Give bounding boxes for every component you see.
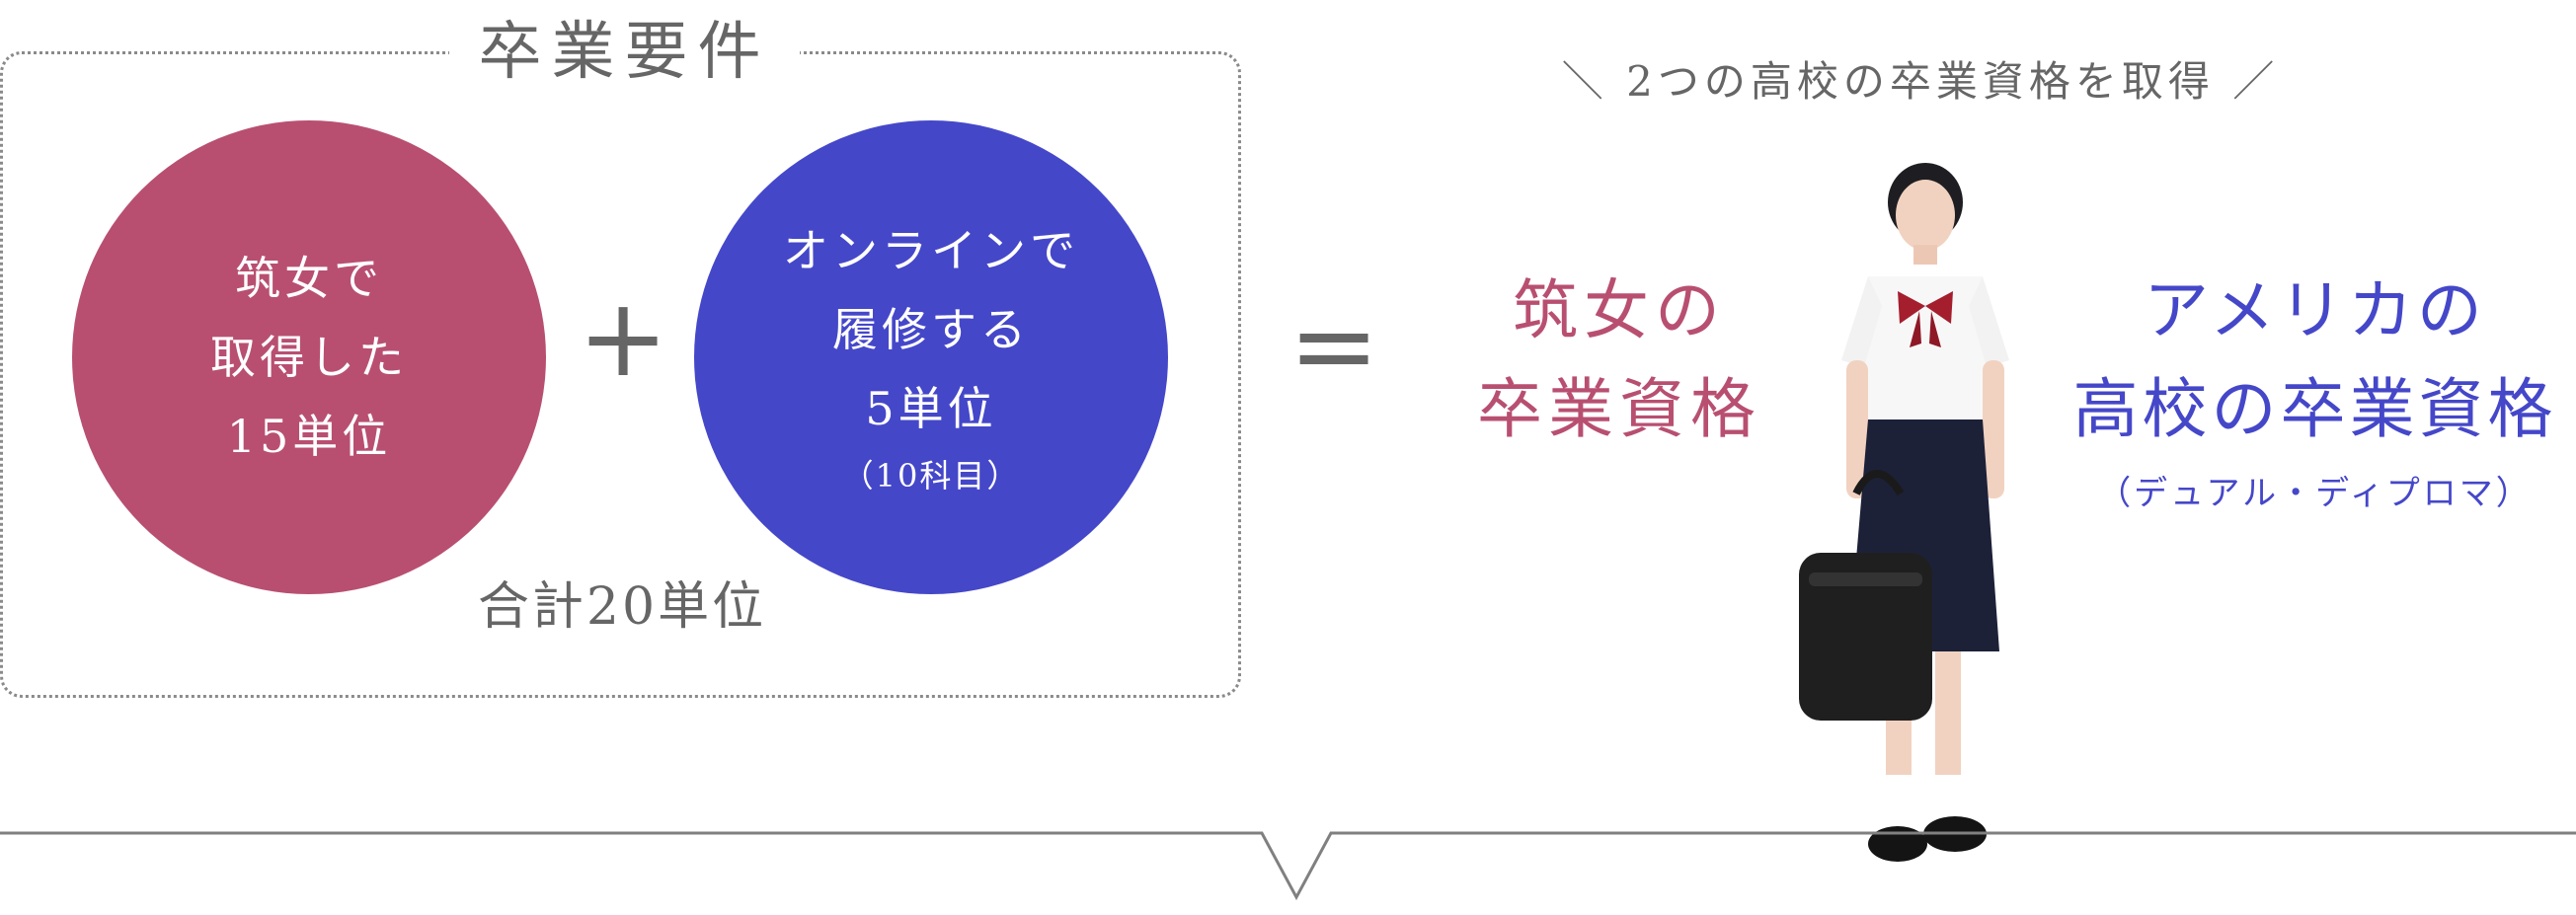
dual-diploma-headline: ＼ 2つの高校の卒業資格を取得 ／ (1561, 57, 2280, 106)
circle-line: 取得した (210, 331, 408, 384)
total-units: 合計20単位 (477, 577, 767, 637)
circle-line: 15単位 (226, 410, 392, 463)
us-diploma-result: アメリカの 高校の卒業資格 （デュアル・ディプロマ） (2054, 262, 2576, 528)
circle-note: （10科目） (841, 457, 1021, 495)
circle-line: 5単位 (865, 382, 997, 435)
result-line: 卒業資格 (1477, 371, 1761, 447)
tsukujo-credits-circle: 筑女で 取得した 15単位 (72, 120, 546, 594)
circle-line: 履修する (832, 303, 1030, 356)
result-line: アメリカの (2144, 272, 2486, 348)
online-credits-circle: オンラインで 履修する 5単位 （10科目） (694, 120, 1168, 594)
section-divider-arrow (0, 831, 2576, 901)
equals-sign: = (1288, 282, 1380, 409)
plus-sign: + (578, 274, 669, 401)
student-photo (1799, 163, 2009, 862)
circle-line: 筑女で (235, 252, 383, 305)
result-line: 高校の卒業資格 (2072, 371, 2557, 447)
result-line: 筑女の (1513, 272, 1726, 348)
requirements-title: 卒業要件 (449, 8, 800, 97)
circle-line: オンラインで (783, 224, 1079, 277)
result-note: （デュアル・ディプロマ） (2097, 474, 2533, 513)
tsukujo-diploma-result: 筑女の 卒業資格 (1456, 262, 1782, 459)
